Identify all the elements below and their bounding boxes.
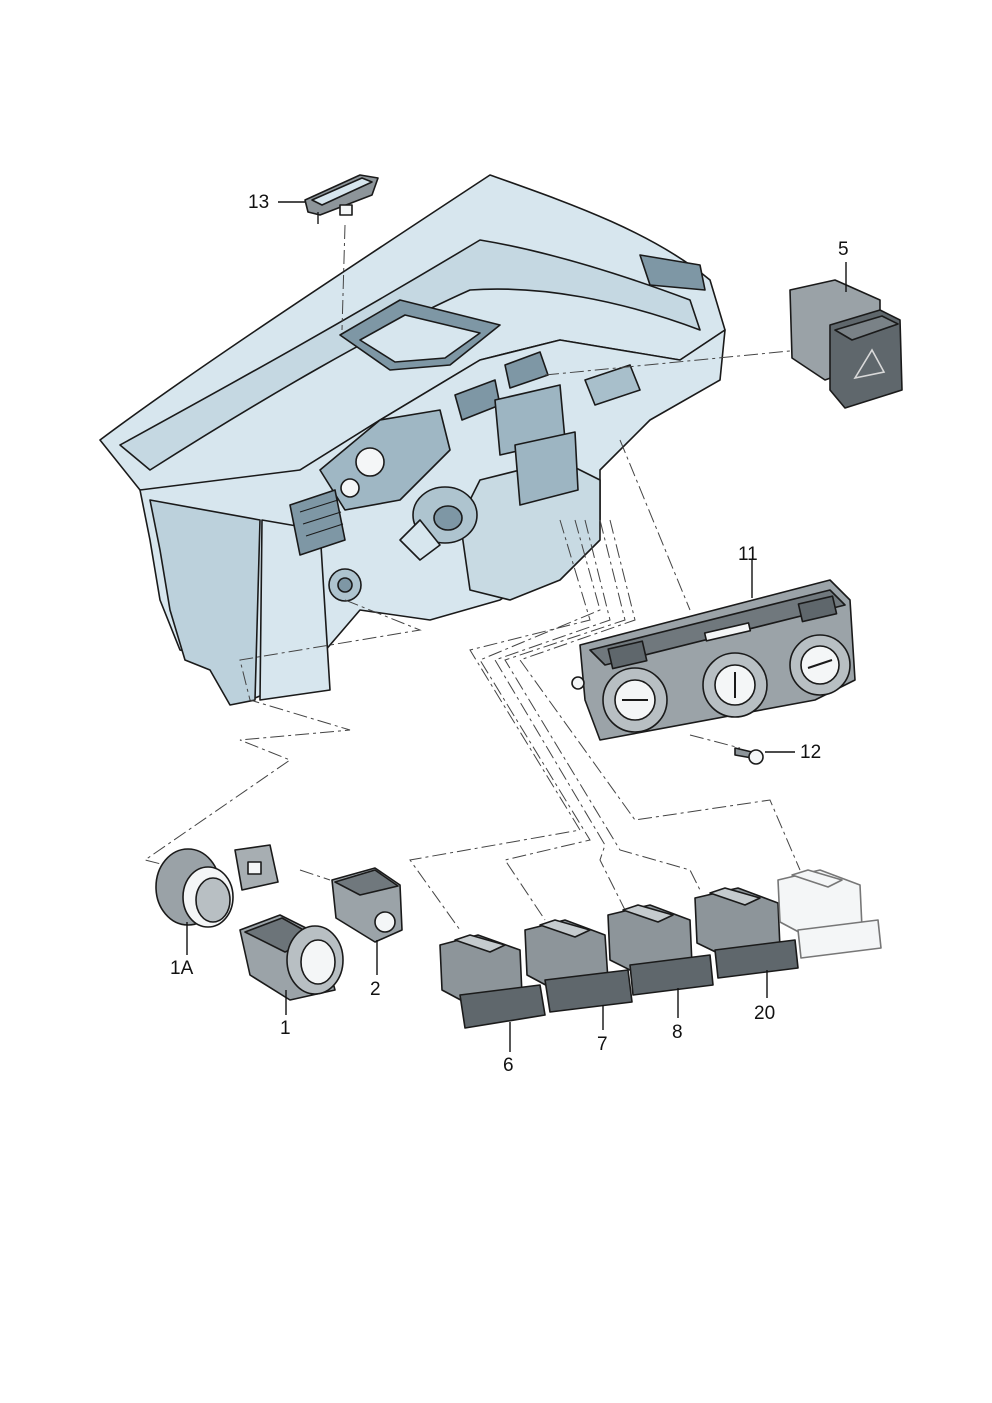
blank-switch-light	[777, 869, 882, 959]
warning-triangle-icon	[853, 348, 886, 380]
callout-20: 20	[754, 1003, 775, 1024]
part-2-switch-module: 2	[331, 867, 403, 1000]
part-13-trim-cap: 13	[248, 174, 379, 224]
callout-12: 12	[800, 742, 821, 763]
part-1a-bezel: 1A	[155, 844, 279, 979]
part-8-switch: 8	[607, 904, 714, 1043]
callout-13: 13	[248, 192, 269, 213]
callout-11: 11	[738, 544, 758, 565]
callout-5: 5	[838, 239, 849, 260]
callout-1a: 1A	[170, 958, 194, 979]
part-12-screw: 12	[689, 734, 821, 765]
callout-1: 1	[280, 1018, 291, 1039]
dashboard	[99, 174, 726, 706]
part-5-hazard-switch: 5	[789, 239, 903, 409]
callout-6: 6	[503, 1055, 514, 1076]
part-11-climate-control: 11	[571, 544, 856, 741]
part-7-switch: 7	[524, 919, 633, 1055]
callout-2: 2	[370, 979, 381, 1000]
callout-7: 7	[597, 1034, 608, 1055]
part-6-switch: 6	[439, 934, 546, 1076]
part-20-switch: 20	[694, 887, 799, 1024]
reference-lines	[143, 224, 801, 931]
part-1-light-switch: 1	[239, 914, 344, 1039]
callout-8: 8	[672, 1022, 683, 1043]
